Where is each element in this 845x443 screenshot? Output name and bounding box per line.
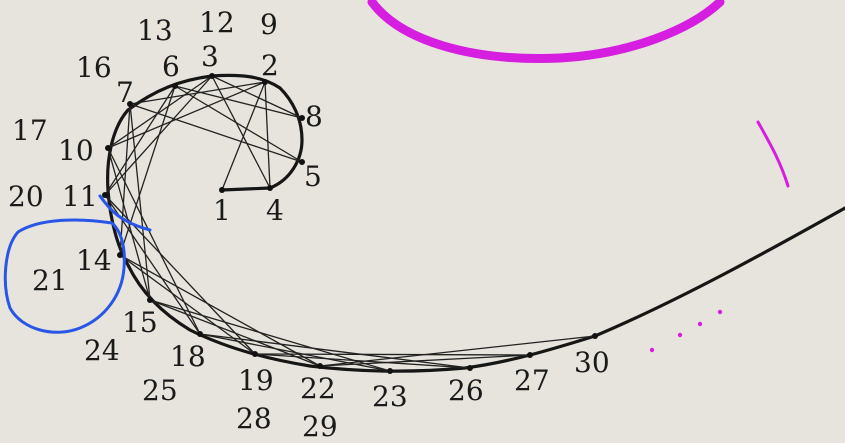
point-labels: 1 2 3 4 5 6 7 8 9 10 11 12 13 14 15 16 1… bbox=[8, 6, 610, 443]
point-label: 24 bbox=[84, 334, 120, 367]
point-label: 16 bbox=[76, 51, 112, 84]
magenta-dots-annotation bbox=[649, 309, 723, 353]
point-label: 14 bbox=[76, 244, 112, 277]
point-label: 5 bbox=[304, 160, 322, 193]
point-label: 19 bbox=[238, 364, 274, 397]
point-label: 12 bbox=[199, 6, 235, 39]
point-label: 29 bbox=[302, 410, 338, 443]
point-label: 28 bbox=[236, 402, 272, 435]
blue-loop-annotation bbox=[3, 218, 126, 334]
spiral-curve bbox=[106, 73, 845, 373]
point-label: 6 bbox=[162, 50, 180, 83]
point-label: 18 bbox=[170, 340, 206, 373]
magenta-arc-annotation bbox=[367, 0, 725, 63]
point-label: 21 bbox=[32, 264, 68, 297]
point-label: 4 bbox=[266, 194, 284, 227]
point-label: 10 bbox=[58, 134, 94, 167]
point-label: 26 bbox=[448, 374, 484, 407]
point-label: 1 bbox=[213, 194, 231, 227]
point-label: 15 bbox=[122, 306, 158, 339]
point-label: 22 bbox=[300, 372, 336, 405]
point-label: 25 bbox=[142, 374, 178, 407]
point-label: 3 bbox=[201, 40, 219, 73]
point-label: 8 bbox=[305, 100, 323, 133]
magenta-tick-annotation bbox=[756, 120, 790, 188]
point-label: 17 bbox=[12, 114, 48, 147]
point-label: 7 bbox=[116, 76, 134, 109]
point-label: 13 bbox=[137, 14, 173, 47]
point-label: 20 bbox=[8, 180, 44, 213]
spiral-points bbox=[102, 73, 598, 374]
point-label: 23 bbox=[372, 380, 408, 413]
point-label: 9 bbox=[260, 8, 278, 41]
chord-lines bbox=[104, 75, 596, 372]
point-label: 11 bbox=[62, 180, 98, 213]
point-label: 27 bbox=[514, 364, 550, 397]
point-label: 30 bbox=[574, 346, 610, 379]
blue-tick-annotation bbox=[98, 194, 152, 232]
point-label: 2 bbox=[261, 49, 279, 82]
